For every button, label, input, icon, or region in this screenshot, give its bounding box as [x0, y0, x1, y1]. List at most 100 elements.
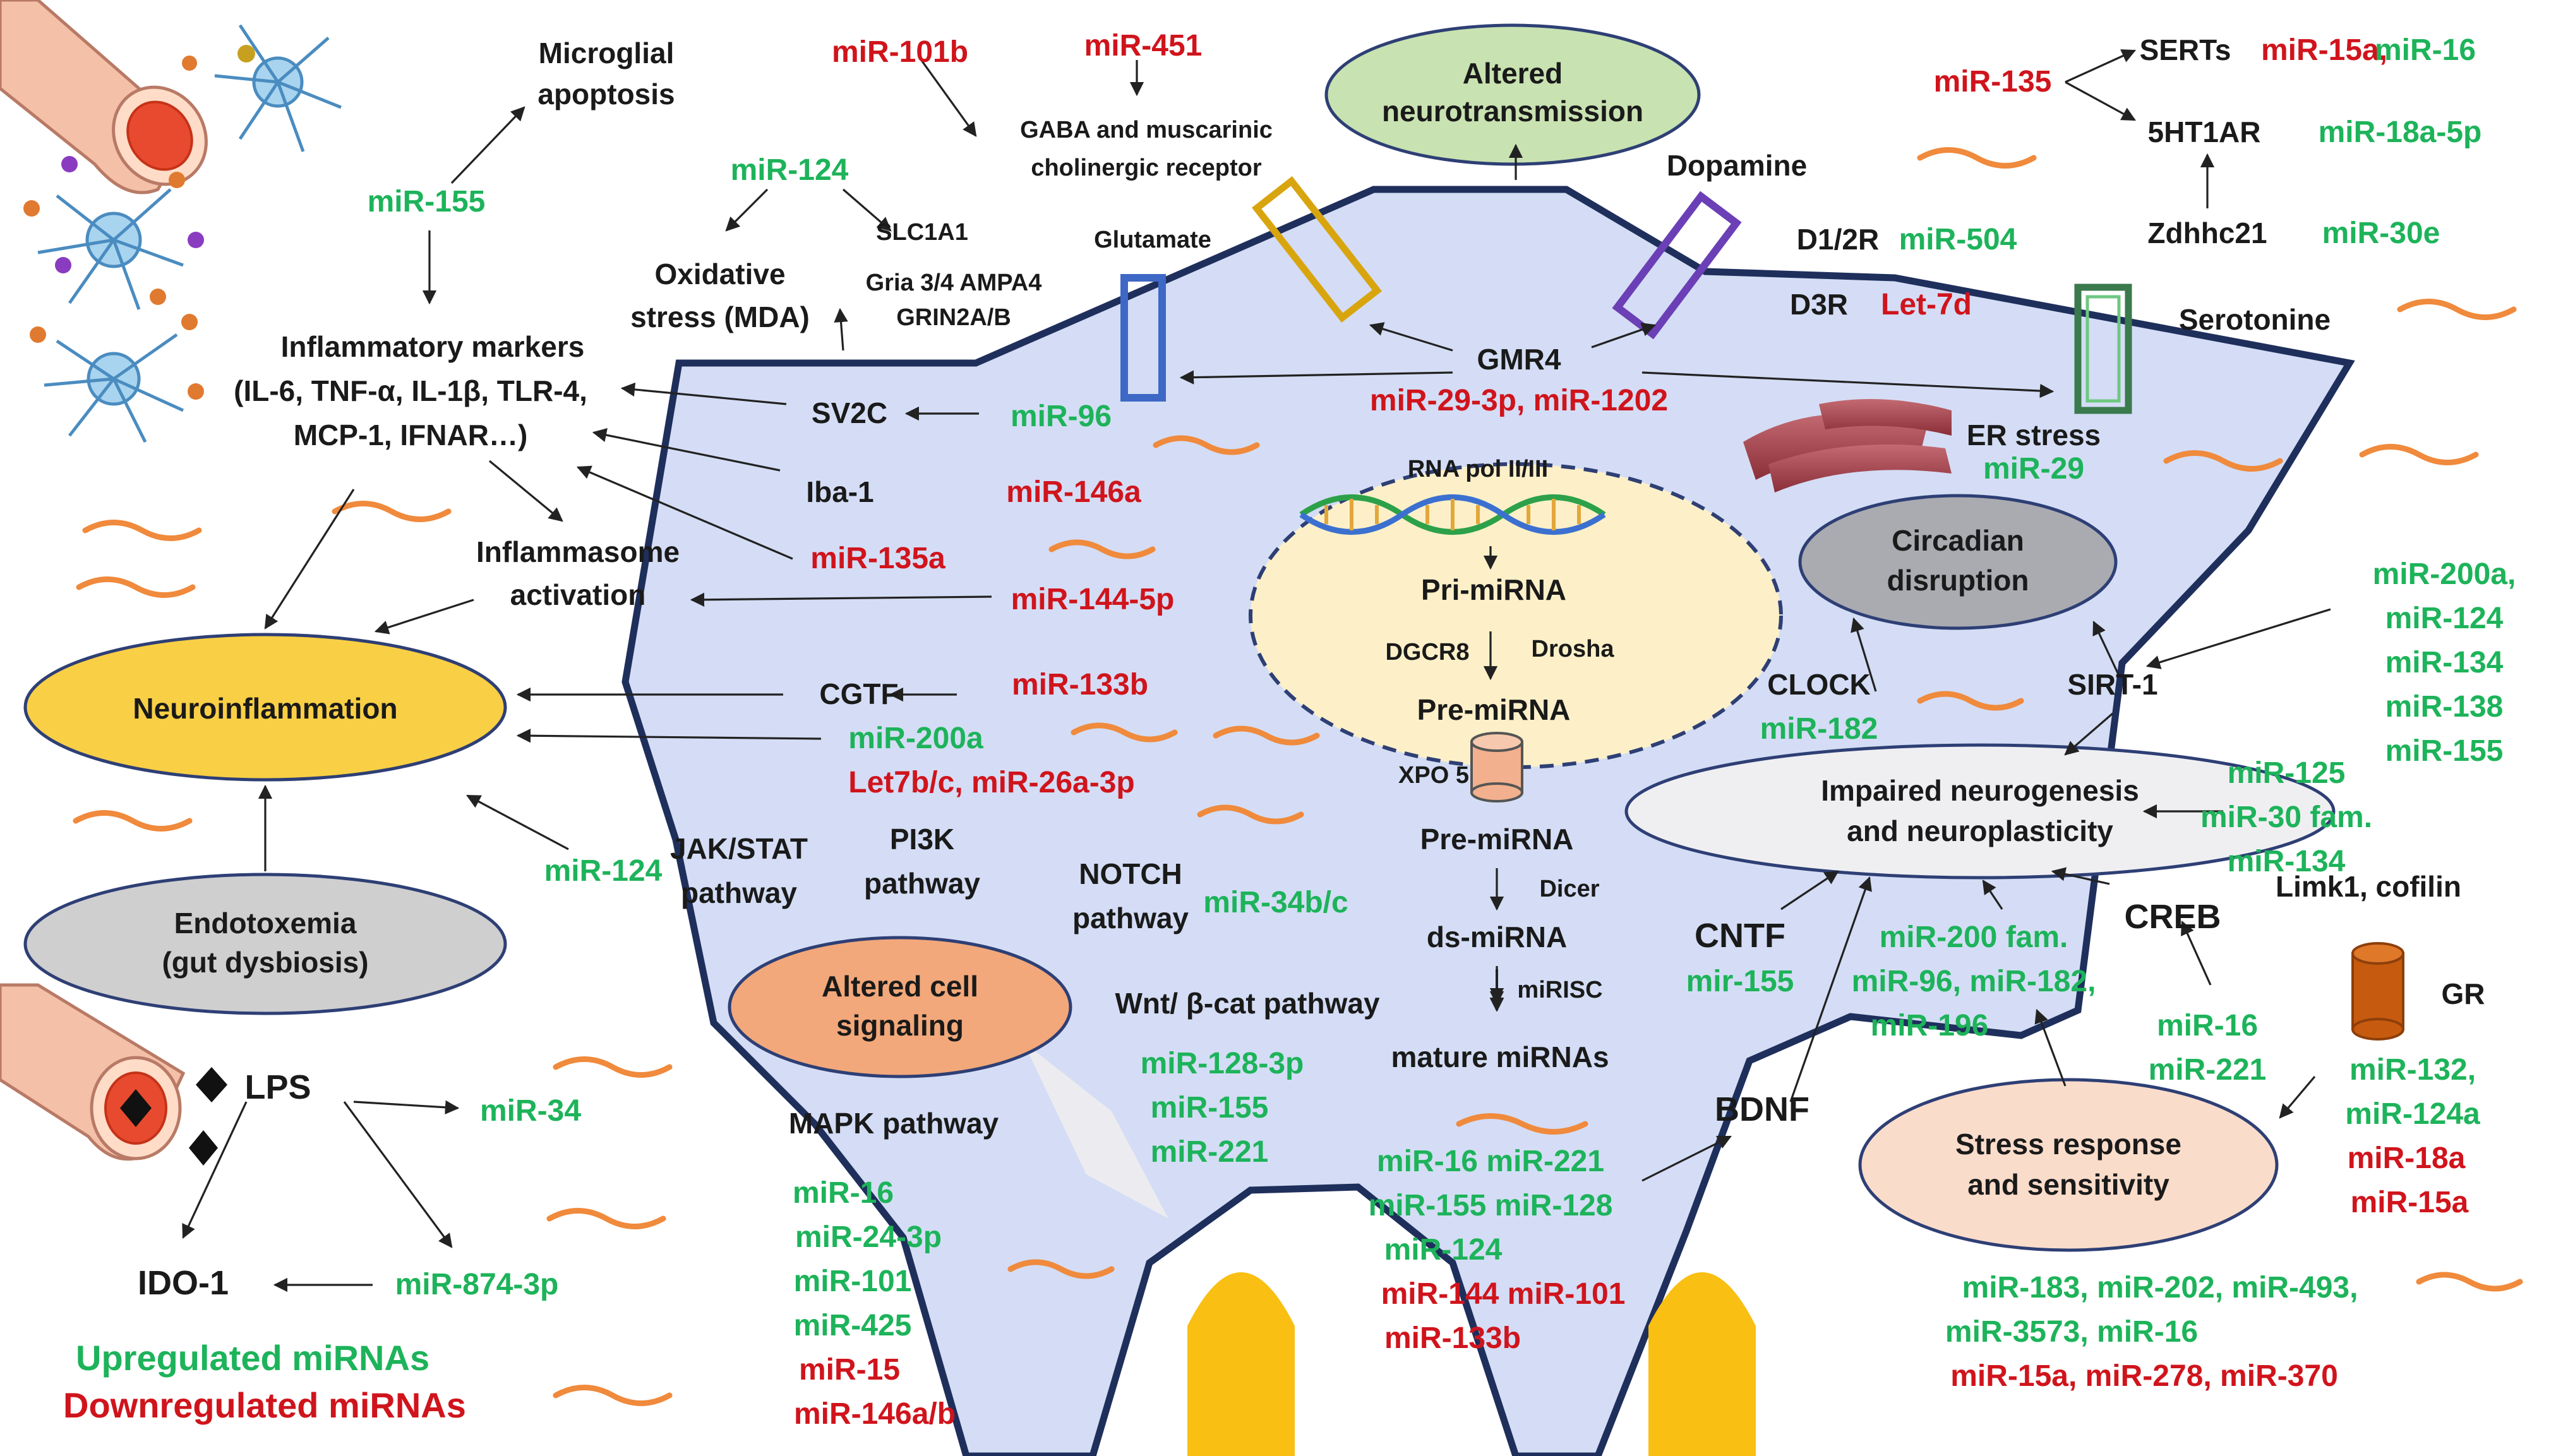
gr-mir-red-2: miR-15a [2351, 1186, 2469, 1219]
sirt-mir-4: miR-138 [2385, 690, 2504, 724]
inflammasome-label-2: activation [510, 578, 646, 611]
mature-mir-green-1: miR-16 miR-221 [1377, 1145, 1604, 1178]
altered-neurotransmission-label-1: Altered [1463, 57, 1563, 90]
xpo5-pore [1470, 732, 1523, 803]
mir874-3p: miR-874-3p [395, 1268, 559, 1301]
impaired-neurogenesis-ellipse [1624, 743, 2336, 880]
mature-mir-red-2: miR-133b [1384, 1322, 1521, 1355]
mir135: miR-135 [1934, 65, 2052, 98]
altered-neurotransmission-label-2: neurotransmission [1382, 95, 1643, 128]
dicer-label: Dicer [1539, 876, 1599, 902]
gaba-label-2: cholinergic receptor [1031, 155, 1262, 181]
mir96: miR-96 [1011, 400, 1112, 433]
dna-icon [1299, 494, 1606, 535]
dopamine-receptor [1612, 191, 1742, 340]
jak-stat-label-1: JAK/STAT [670, 832, 808, 865]
microglia-cells [37, 24, 342, 443]
bdnf-mir-3: miR-196 [1871, 1009, 1989, 1042]
stress-response-ellipse [1858, 1078, 2279, 1252]
creb-label: CREB [2124, 898, 2221, 936]
mapk-mir-green-1: miR-16 [793, 1176, 894, 1210]
neuro-mir-2: miR-30 fam. [2200, 801, 2372, 834]
mir155-microglia: miR-155 [368, 185, 486, 218]
pre-mirna-cyto-label: Pre-miRNA [1420, 823, 1574, 856]
neuroinflammation-label: Neuroinflammation [133, 692, 397, 725]
cntf-label: CNTF [1695, 917, 1785, 955]
mir15a-serts: miR-15a, [2261, 33, 2387, 67]
endotoxemia-label-2: (gut dysbiosis) [162, 946, 368, 979]
wnt-mir-1: miR-128-3p [1141, 1047, 1304, 1080]
wnt-mir-2: miR-155 [1151, 1091, 1269, 1125]
bdnf-label: BDNF [1715, 1090, 1809, 1128]
neuro-mir-3: miR-134 [2228, 845, 2346, 878]
neuro-mir-1: miR-125 [2228, 756, 2346, 790]
blood-vessel-top [0, 0, 208, 194]
serts-label: SERTs [2140, 33, 2231, 66]
stress-response-label-1: Stress response [1955, 1128, 2181, 1161]
sirt-mir-2: miR-124 [2385, 602, 2504, 635]
gr-mir-green-2: miR-124a [2345, 1097, 2480, 1131]
mir18a5p: miR-18a-5p [2319, 116, 2482, 149]
altered-neurotransmission-ellipse [1324, 23, 1701, 166]
mir29-3p-mir1202: miR-29-3p, miR-1202 [1370, 384, 1668, 417]
inflammatory-markers-label-3: MCP-1, IFNAR…) [294, 419, 528, 451]
creb-mir-1: miR-16 [2157, 1009, 2258, 1042]
iba1-label: Iba-1 [806, 475, 873, 508]
sirt-mir-1: miR-200a, [2373, 558, 2516, 591]
altered-cell-signaling-label-1: Altered cell [822, 970, 978, 1003]
stress-mir-red: miR-15a, miR-278, miR-370 [1950, 1359, 2338, 1393]
impaired-neurogenesis-label-1: Impaired neurogenesis [1821, 774, 2139, 807]
node-labels: Microglial apoptosis Inflammatory marker… [138, 33, 2485, 1302]
mirna-wave-icons [73, 147, 2523, 1406]
xpo5-label: XPO 5 [1398, 762, 1469, 789]
d12r-label: D1/2R [1797, 223, 1879, 256]
dgcr8-label: DGCR8 [1385, 639, 1469, 665]
gr-mir-green-1: miR-132, [2349, 1053, 2476, 1087]
oxidative-stress-label-1: Oxidative [654, 258, 785, 290]
gaba-receptor [1251, 176, 1383, 323]
gmr4-label: GMR4 [1477, 343, 1561, 376]
inflammasome-label-1: Inflammasome [476, 535, 680, 568]
circadian-disruption-ellipse [1798, 494, 2118, 630]
altered-cell-signaling-label-2: signaling [836, 1009, 964, 1042]
mir34: miR-34 [480, 1094, 581, 1128]
pathway-arrows [182, 49, 2331, 1292]
shadow-wedge [1023, 1042, 1168, 1219]
axon-terminal-left [1187, 1272, 1295, 1456]
endotoxemia-label-1: Endotoxemia [174, 907, 357, 940]
mir146a: miR-146a [1006, 475, 1141, 509]
sirt-mir-3: miR-134 [2385, 646, 2504, 679]
legend-upregulated: Upregulated miRNAs [76, 1338, 429, 1378]
rna-pol-label: RNA pol II/III [1408, 456, 1548, 482]
mir29: miR-29 [1983, 452, 2084, 486]
neuroinflammation-ellipse [23, 633, 507, 782]
lps-label: LPS [244, 1068, 311, 1106]
pri-mirna-label: Pri-miRNA [1421, 573, 1566, 606]
mir155-cntf: mir-155 [1686, 965, 1794, 998]
gr-receptor [2351, 942, 2404, 1041]
clock-label: CLOCK [1767, 668, 1871, 701]
notch-label-1: NOTCH [1079, 857, 1182, 890]
drosha-label: Drosha [1532, 636, 1615, 662]
mir451: miR-451 [1084, 29, 1203, 63]
legend-downregulated: Downregulated miRNAs [63, 1385, 466, 1425]
microglial-apoptosis-label-2: apoptosis [537, 78, 675, 110]
mir133b-cgtf: miR-133b [1012, 668, 1148, 701]
dopamine-label: Dopamine [1667, 149, 1807, 182]
creb-mir-2: miR-221 [2149, 1053, 2267, 1087]
mapk-mir-red-2: miR-146a/b [794, 1397, 956, 1431]
slc1a1-label: SLC1A1 [876, 219, 968, 246]
wnt-mir-3: miR-221 [1151, 1135, 1269, 1169]
impaired-neurogenesis-label-2: and neuroplasticity [1847, 815, 2113, 847]
mirisc-label: miRISC [1517, 977, 1602, 1003]
bdnf-mir-2: miR-96, miR-182, [1852, 965, 2096, 998]
mature-mir-red-1: miR-144 miR-101 [1381, 1277, 1626, 1311]
sv2c-label: SV2C [812, 397, 887, 429]
mature-mir-green-3: miR-124 [1384, 1233, 1503, 1267]
er-stress-icon [1743, 399, 1952, 492]
mapk-mir-green-3: miR-101 [794, 1265, 912, 1298]
pre-mirna-label: Pre-miRNA [1417, 693, 1571, 726]
lps-diamond-icons [189, 1067, 227, 1166]
inflammatory-markers-label-1: Inflammatory markers [281, 330, 585, 363]
